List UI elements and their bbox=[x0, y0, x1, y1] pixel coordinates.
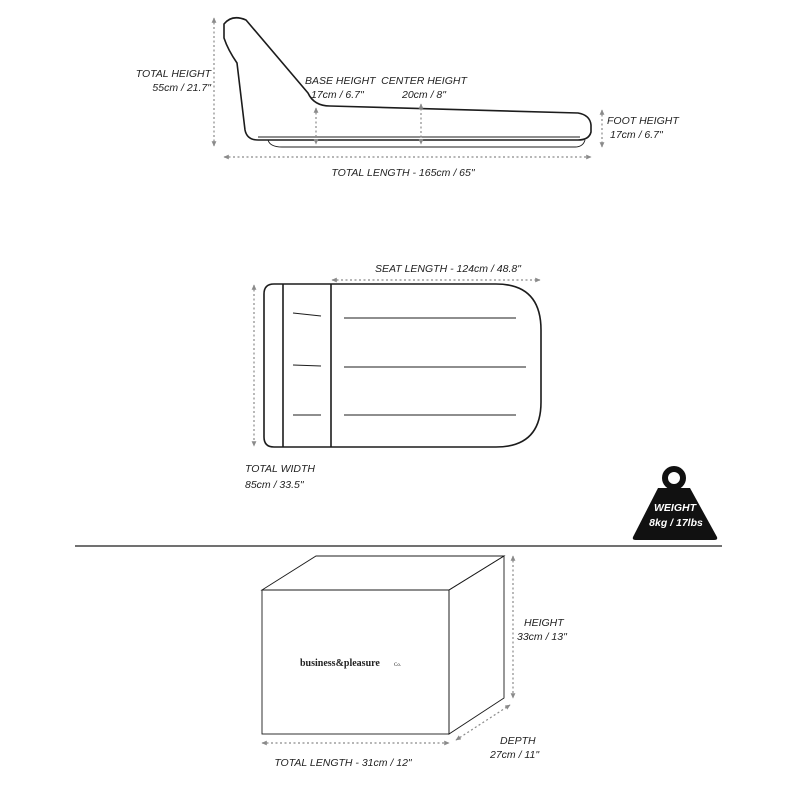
brand-logo: business&pleasure bbox=[300, 658, 380, 669]
total-width-value: 85cm / 33.5" bbox=[245, 479, 305, 491]
box-depth-title: DEPTH bbox=[500, 735, 536, 747]
brand-logo-suffix: Co. bbox=[394, 663, 401, 668]
box-front-face bbox=[261, 589, 450, 735]
lounger-top-outline bbox=[263, 283, 542, 448]
box-depth-dimension-line bbox=[455, 704, 511, 741]
kettlebell-weight-icon bbox=[632, 488, 718, 540]
backrest-line-2 bbox=[292, 364, 322, 367]
foot-height-value: 17cm / 6.7" bbox=[610, 129, 664, 141]
weight-value: 8kg / 17lbs bbox=[649, 517, 703, 529]
top-view: SEAT LENGTH - 124cm / 48.8" TOTAL WIDTH … bbox=[245, 263, 542, 491]
lounger-side-outline bbox=[223, 16, 592, 141]
base-height-title: BASE HEIGHT bbox=[305, 75, 377, 87]
lounger-side-base bbox=[267, 139, 586, 148]
box-view: business&pleasure Co. HEIGHT 33cm / 13" … bbox=[260, 555, 568, 769]
seat-length-label: SEAT LENGTH - 124cm / 48.8" bbox=[375, 263, 522, 275]
box-side-face bbox=[448, 555, 505, 735]
box-depth-value: 27cm / 11" bbox=[489, 749, 540, 761]
center-height-value: 20cm / 8" bbox=[401, 89, 447, 101]
box-height-title: HEIGHT bbox=[524, 617, 565, 629]
box-top-face bbox=[260, 555, 506, 591]
total-height-title: TOTAL HEIGHT bbox=[136, 68, 213, 80]
total-width-title: TOTAL WIDTH bbox=[245, 463, 315, 475]
foot-height-title: FOOT HEIGHT bbox=[607, 115, 680, 127]
center-height-title: CENTER HEIGHT bbox=[381, 75, 468, 87]
weight-handle-icon bbox=[662, 466, 686, 490]
weight-title: WEIGHT bbox=[654, 502, 698, 514]
total-height-value: 55cm / 21.7" bbox=[152, 82, 212, 94]
side-view: TOTAL HEIGHT 55cm / 21.7" BASE HEIGHT 17… bbox=[136, 16, 680, 179]
backrest-line-1 bbox=[292, 312, 322, 317]
total-length-label: TOTAL LENGTH - 165cm / 65" bbox=[331, 167, 475, 179]
weight-badge: WEIGHT 8kg / 17lbs bbox=[632, 466, 718, 540]
box-length-label: TOTAL LENGTH - 31cm / 12" bbox=[274, 757, 413, 769]
base-height-value: 17cm / 6.7" bbox=[311, 89, 365, 101]
box-height-value: 33cm / 13" bbox=[517, 631, 568, 643]
